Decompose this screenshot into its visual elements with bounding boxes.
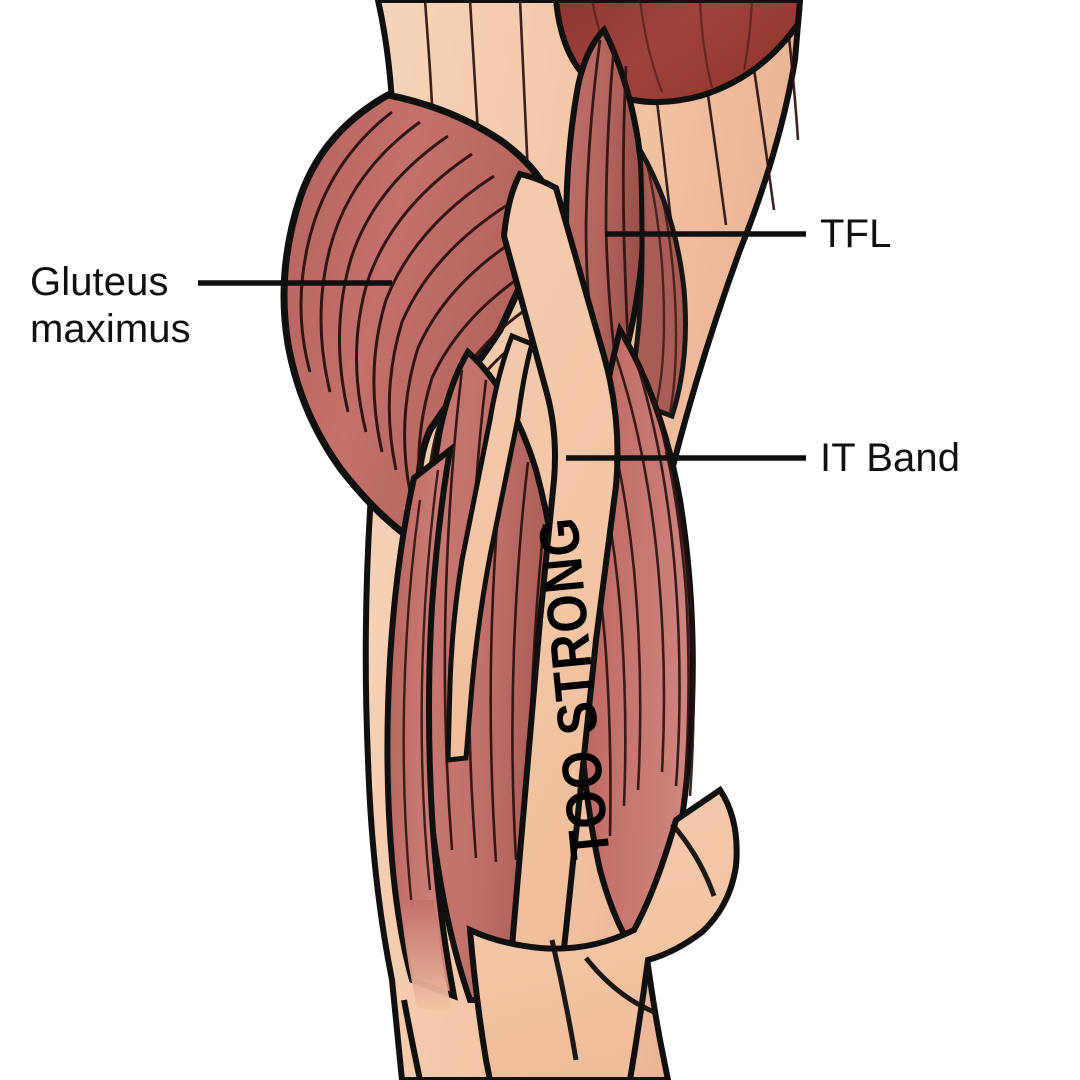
label-it-band: IT Band [820,436,961,480]
lower-leg-contour [401,999,423,1080]
callout-leader-lines [198,231,806,461]
it-band-notch [445,332,536,763]
label-gluteus-maximus: Gluteus maximus [30,260,191,352]
biceps-femoris-lateral [384,442,458,1010]
label-tfl: TFL [820,212,892,256]
